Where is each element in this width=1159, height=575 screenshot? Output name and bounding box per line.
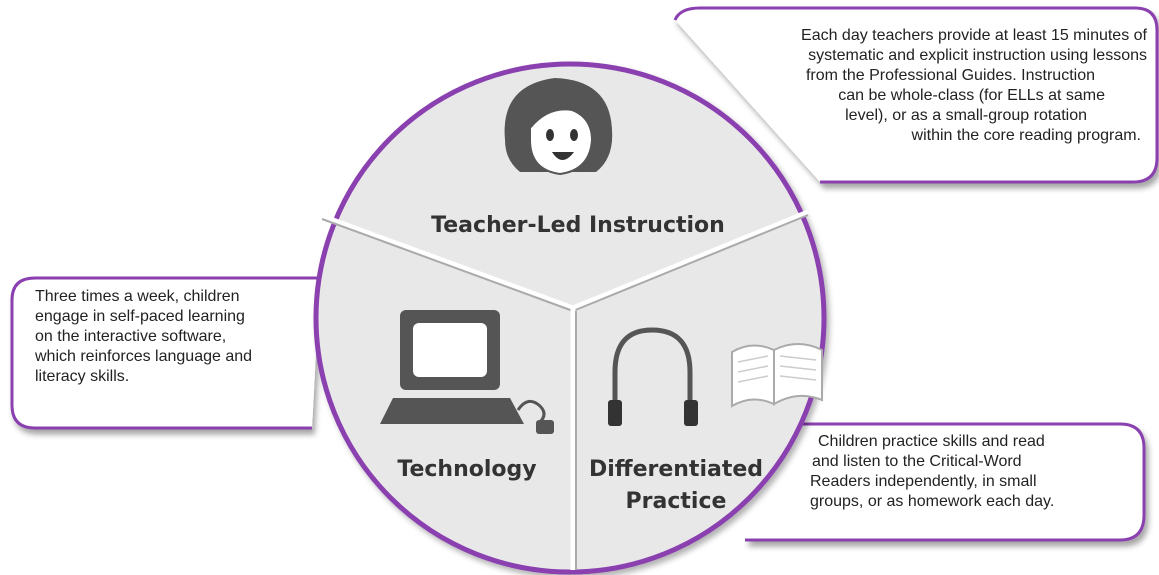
- teacher-face-icon: [504, 78, 613, 176]
- technology-callout-line: engage in self-paced learning: [35, 308, 245, 325]
- technology-segment-label: Technology: [397, 457, 536, 482]
- teacher-callout-line: level), or as a small-group rotation: [845, 107, 1087, 124]
- teacher-callout-text: Each day teachers provide at least 15 mi…: [801, 26, 1147, 146]
- technology-callout-line: which reinforces language and: [35, 348, 253, 365]
- technology-callout-box: [10, 276, 320, 430]
- book-icon: [731, 343, 823, 408]
- teacher-segment-label: Teacher-Led Instruction: [431, 213, 725, 238]
- practice-callout-box: [745, 422, 1146, 542]
- practice-callout-line: and listen to the Critical-Word: [812, 453, 1022, 470]
- technology-callout-text: Three times a week, children engage in s…: [35, 287, 252, 387]
- wheel-divider-left: [321, 213, 574, 311]
- practice-segment-label-line1: Differentiated: [589, 457, 763, 482]
- practice-segment-label-line2: Practice: [626, 489, 727, 514]
- practice-callout-line: groups, or as homework each day.: [810, 493, 1055, 510]
- wheel-circle: [313, 61, 827, 575]
- practice-callout-text: Children practice skills and read and li…: [808, 432, 1054, 512]
- wheel-divider-left-edge: [321, 218, 574, 312]
- teacher-callout-line: can be whole-class (for ELLs at same: [838, 87, 1105, 104]
- teacher-callout-box: [673, 6, 1159, 184]
- teacher-callout-line: from the Professional Guides. Instructio…: [805, 67, 1095, 84]
- practice-callout-line: Children practice skills and read: [818, 433, 1045, 450]
- teacher-callout-line: systematic and explicit instruction usin…: [808, 47, 1147, 64]
- technology-callout-line: literacy skills.: [35, 368, 130, 385]
- teacher-callout-line: Each day teachers provide at least 15 mi…: [801, 27, 1147, 44]
- technology-callout-line: on the interactive software,: [35, 328, 227, 345]
- headphones-icon: [608, 327, 698, 426]
- computer-icon: [380, 310, 554, 434]
- wheel-divider-right-edge: [572, 214, 809, 312]
- technology-callout-line: Three times a week, children: [35, 288, 240, 305]
- practice-callout-line: Readers independently, in small: [810, 473, 1037, 490]
- teacher-callout-line: within the core reading program.: [911, 127, 1141, 144]
- wheel-divider-right: [572, 209, 809, 311]
